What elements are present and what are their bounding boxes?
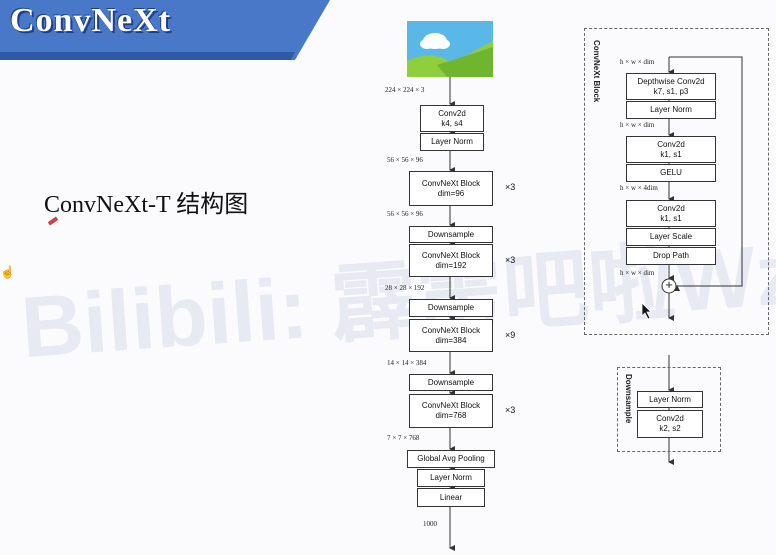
- convnext-block-box: ConvNeXt Block dim=768: [409, 394, 493, 428]
- dim-label: 56 × 56 × 96: [387, 156, 423, 164]
- layer-norm-box: Layer Norm: [417, 469, 485, 487]
- repeat-count: ×3: [505, 182, 516, 192]
- repeat-count: ×3: [505, 255, 516, 265]
- linear-box: Linear: [417, 488, 485, 507]
- hand-cursor-icon: ☝: [0, 265, 15, 279]
- downsample-label: Downsample: [624, 374, 633, 424]
- add-symbol: +: [665, 277, 673, 292]
- drop-path-box: Drop Path: [626, 247, 716, 265]
- dim-label: 14 × 14 × 384: [387, 359, 427, 367]
- conv2d-box: Conv2d k2, s2: [637, 410, 703, 438]
- downsample-box: Downsample: [409, 374, 493, 391]
- mouse-cursor-icon: [641, 302, 652, 320]
- convnext-block-frame: [584, 28, 769, 335]
- conv2d-stem-box: Conv2d k4, s4: [420, 105, 484, 132]
- layer-norm-box: Layer Norm: [637, 391, 703, 408]
- repeat-count: ×3: [505, 405, 516, 415]
- dim-label: h × w × dim: [620, 269, 655, 277]
- downsample-frame: [617, 367, 721, 452]
- convnext-block-box: ConvNeXt Block dim=96: [409, 171, 493, 206]
- global-avg-pooling-box: Global Avg Pooling: [407, 450, 495, 468]
- dim-label: 56 × 56 × 96: [387, 210, 423, 218]
- layer-scale-box: Layer Scale: [626, 228, 716, 246]
- convnext-block-box: ConvNeXt Block dim=384: [409, 319, 493, 352]
- dim-label: 28 × 28 × 192: [385, 284, 425, 292]
- dim-label: 224 × 224 × 3: [385, 86, 425, 94]
- conv2d-box: Conv2d k1, s1: [626, 136, 716, 163]
- subtitle: ConvNeXt-T 结构图: [44, 192, 249, 218]
- image-icon: [407, 21, 493, 77]
- convnext-block-box: ConvNeXt Block dim=192: [409, 244, 493, 277]
- repeat-count: ×9: [505, 330, 516, 340]
- convnext-block-label: ConvNeXt Block: [592, 40, 601, 103]
- dim-label: h × w × dim: [620, 58, 655, 66]
- dim-label: 7 × 7 × 768: [387, 434, 420, 442]
- layer-norm-box: Layer Norm: [420, 133, 484, 151]
- page-title: ConvNeXt: [10, 2, 171, 39]
- dim-label: 1000: [423, 520, 437, 528]
- title-banner: [0, 0, 330, 60]
- dim-label: h × w × 4dim: [620, 184, 658, 192]
- dim-label: h × w × dim: [620, 121, 655, 129]
- layer-norm-box: Layer Norm: [626, 101, 716, 119]
- depthwise-conv2d-box: Depthwise Conv2d k7, s1, p3: [626, 73, 716, 100]
- gelu-box: GELU: [626, 164, 716, 182]
- downsample-box: Downsample: [409, 299, 493, 317]
- conv2d-box: Conv2d k1, s1: [626, 200, 716, 227]
- downsample-box: Downsample: [409, 226, 493, 243]
